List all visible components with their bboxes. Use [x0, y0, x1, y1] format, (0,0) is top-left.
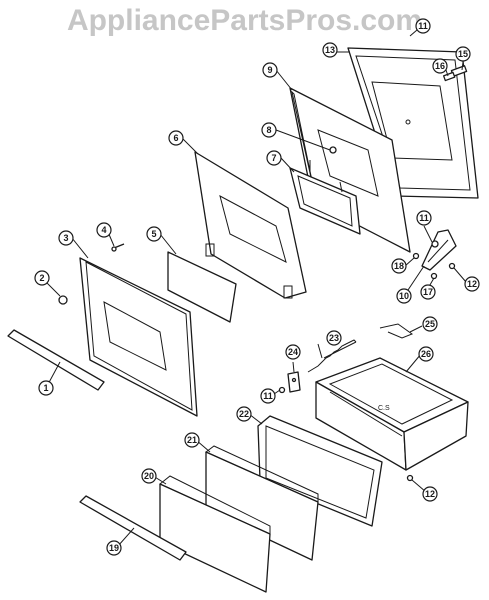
callout-4: 4 — [96, 222, 112, 238]
part-7-channel-bracket[interactable] — [289, 160, 361, 235]
part-4-screw[interactable] — [111, 243, 125, 252]
part-9-inner-door-panel[interactable] — [289, 87, 411, 253]
svg-text:4: 4 — [101, 225, 106, 235]
callout-18: 18 — [391, 258, 407, 274]
svg-text:22: 22 — [239, 409, 249, 419]
svg-text:11: 11 — [419, 213, 429, 223]
callout-12-right: 12 — [464, 276, 480, 292]
part-1-door-trim-strip[interactable] — [7, 329, 105, 391]
callout-19: 19 — [106, 540, 122, 556]
svg-text:23: 23 — [329, 333, 339, 343]
callout-6: 6 — [168, 130, 184, 146]
part-23-drawer-spring[interactable] — [307, 339, 357, 373]
svg-text:7: 7 — [271, 153, 276, 163]
part-18-washer[interactable] — [412, 252, 420, 260]
svg-text:13: 13 — [325, 45, 335, 55]
svg-text:9: 9 — [267, 65, 272, 75]
svg-text:3: 3 — [63, 233, 68, 243]
callout-13: 13 — [322, 42, 338, 58]
svg-text:21: 21 — [187, 435, 197, 445]
svg-text:15: 15 — [458, 49, 468, 59]
svg-text:19: 19 — [109, 543, 119, 553]
part-2-nut[interactable] — [58, 295, 68, 305]
part-8-screw[interactable] — [329, 146, 337, 154]
svg-text:12: 12 — [467, 279, 477, 289]
callout-7: 7 — [266, 150, 282, 166]
callout-8: 8 — [261, 122, 277, 138]
svg-text:16: 16 — [435, 61, 445, 71]
callout-21: 21 — [184, 432, 200, 448]
part-12-hinge-screw-upper[interactable] — [448, 262, 456, 270]
part-6-middle-door-panel[interactable] — [194, 151, 307, 299]
part-24-drawer-bracket[interactable] — [287, 371, 301, 393]
svg-text:20: 20 — [144, 471, 154, 481]
part-20-drawer-outer-panel[interactable] — [159, 475, 271, 593]
callout-24: 24 — [285, 344, 301, 360]
callout-1: 1 — [38, 380, 54, 396]
svg-text:1: 1 — [43, 383, 48, 393]
svg-text:12: 12 — [425, 489, 435, 499]
callout-11-right: 11 — [416, 210, 432, 226]
svg-text:25: 25 — [425, 319, 435, 329]
callout-15: 15 — [455, 46, 471, 62]
svg-text:5: 5 — [151, 229, 156, 239]
part-22-drawer-front-frame[interactable] — [257, 415, 383, 527]
part-19-drawer-trim-strip[interactable] — [79, 495, 187, 561]
part-15-16-hinge-pin[interactable] — [442, 65, 468, 82]
svg-text:11: 11 — [263, 391, 273, 401]
svg-text:2: 2 — [39, 273, 44, 283]
svg-text:8: 8 — [266, 125, 271, 135]
watermark-text: AppliancePartsPros.com — [66, 4, 423, 37]
callout-11-lower: 11 — [260, 388, 276, 404]
part-26-storage-drawer[interactable]: C.S — [315, 357, 469, 471]
svg-text:17: 17 — [423, 287, 433, 297]
callout-25: 25 — [422, 316, 438, 332]
callout-20: 20 — [141, 468, 157, 484]
callout-16: 16 — [432, 58, 448, 74]
callout-5: 5 — [146, 226, 162, 242]
callouts: 1 2 3 4 5 6 7 8 9 10 11 11 11 12 12 13 1… — [34, 18, 480, 556]
part-12-drawer-screw[interactable] — [406, 474, 414, 482]
callout-22: 22 — [236, 406, 252, 422]
svg-text:26: 26 — [421, 349, 431, 359]
svg-text:11: 11 — [418, 21, 428, 31]
callout-3: 3 — [58, 230, 74, 246]
part-21-drawer-front-panel[interactable] — [205, 445, 319, 561]
part-11-screw-lower[interactable] — [278, 386, 286, 394]
svg-text:24: 24 — [288, 347, 298, 357]
callout-17: 17 — [420, 284, 436, 300]
callout-9: 9 — [262, 62, 278, 78]
callout-2: 2 — [34, 270, 50, 286]
part-3-outer-door-front[interactable] — [79, 257, 198, 417]
svg-text:C.S: C.S — [378, 405, 390, 412]
svg-text:18: 18 — [394, 261, 404, 271]
svg-text:10: 10 — [399, 291, 409, 301]
part-17-hinge-screw[interactable] — [430, 272, 438, 280]
part-5-window-glass[interactable] — [167, 251, 237, 323]
callout-23: 23 — [326, 330, 342, 346]
part-10-hinge-arm[interactable] — [421, 229, 457, 271]
callout-12-drawer: 12 — [422, 486, 438, 502]
svg-text:6: 6 — [173, 133, 178, 143]
callout-10: 10 — [396, 288, 412, 304]
callout-26: 26 — [418, 346, 434, 362]
part-25-wire-clip[interactable] — [379, 323, 414, 339]
callout-11-top: 11 — [415, 18, 431, 34]
